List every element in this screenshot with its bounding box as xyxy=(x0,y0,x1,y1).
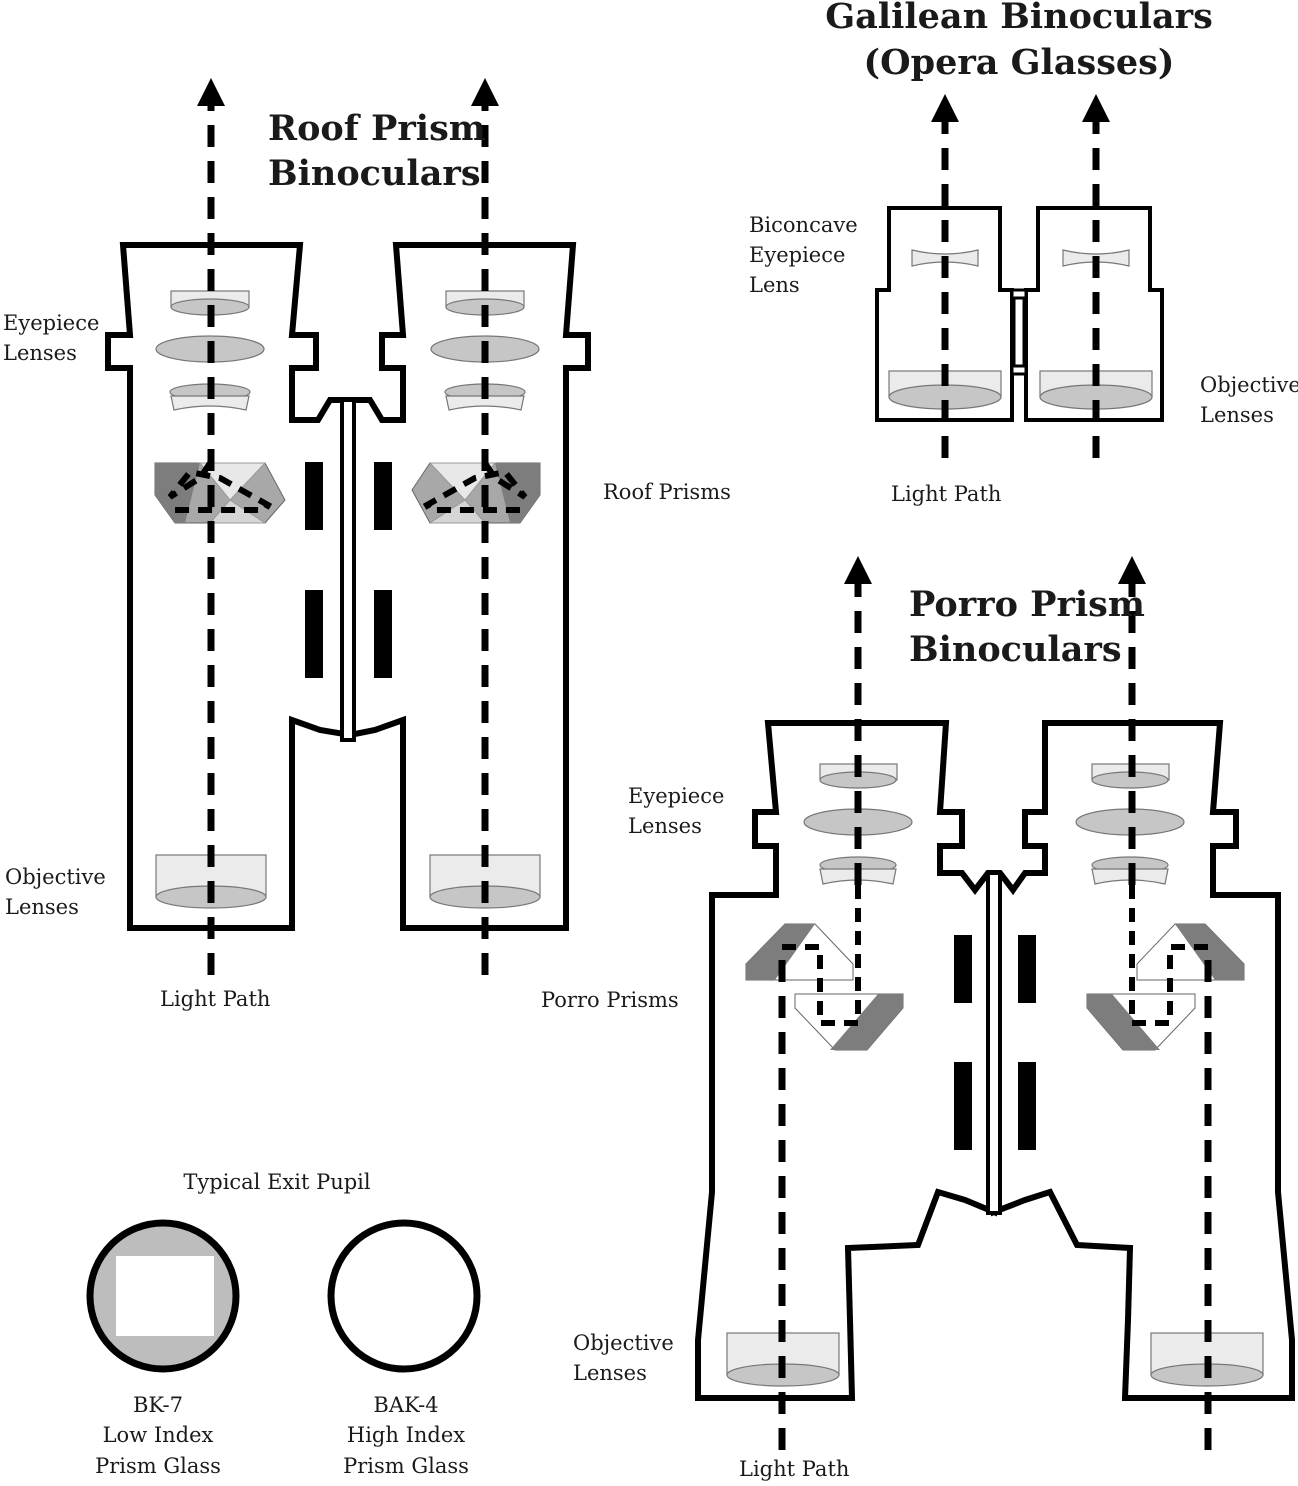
bak4-label-line2: High Index xyxy=(347,1423,465,1447)
bk7-label-line3: Prism Glass xyxy=(95,1454,221,1478)
roof-eyepiece-label-line2: Lenses xyxy=(3,341,77,365)
porro-baffle-right-lower xyxy=(1018,1062,1036,1150)
porro-right-body xyxy=(991,720,1295,1401)
roof-title-line1: Roof Prism xyxy=(268,108,486,149)
porro-objective-label-line2: Lenses xyxy=(573,1361,647,1385)
porro-light-path-label: Light Path xyxy=(739,1457,849,1481)
porro-title-line2: Binoculars xyxy=(909,629,1122,670)
roof-baffle-left-lower xyxy=(305,590,323,678)
porro-eyepiece-label-line1: Eyepiece xyxy=(628,784,724,808)
roof-baffle-left-upper xyxy=(305,462,323,530)
porro-prism-binoculars: Porro Prism Binoculars Eyepiece Lenses P… xyxy=(541,556,1295,1481)
galilean-title-line2: (Opera Glasses) xyxy=(864,42,1175,83)
bk7-label-line1: BK-7 xyxy=(133,1393,183,1417)
galilean-objective-label-line1: Objective xyxy=(1200,373,1298,397)
roof-right-prism xyxy=(411,461,541,524)
roof-light-path-label: Light Path xyxy=(160,987,270,1011)
roof-left-objective xyxy=(155,854,267,909)
roof-eyepiece-label-line1: Eyepiece xyxy=(3,311,99,335)
roof-objective-label-line1: Objective xyxy=(5,865,106,889)
porro-title-line1: Porro Prism xyxy=(909,584,1145,625)
porro-eyepiece-label-line2: Lenses xyxy=(628,814,702,838)
galilean-bridge-lower xyxy=(1010,364,1028,376)
roof-baffle-right-upper xyxy=(374,462,392,530)
galilean-eyepiece-label-line2: Eyepiece xyxy=(749,243,845,267)
exit-pupil-comparison: Typical Exit Pupil BK-7 Low Index Prism … xyxy=(86,1170,481,1478)
roof-left-prism xyxy=(154,461,286,524)
bk7-label-line2: Low Index xyxy=(103,1423,214,1447)
bak4-label-line3: Prism Glass xyxy=(343,1454,469,1478)
galilean-bridge-upper xyxy=(1010,288,1028,300)
porro-hinge xyxy=(986,871,1002,1215)
porro-baffle-right-upper xyxy=(1018,935,1036,1003)
porro-baffle-left-lower xyxy=(954,1062,972,1150)
galilean-title-line1: Galilean Binoculars xyxy=(825,0,1213,37)
bk7-exit-pupil xyxy=(86,1219,240,1373)
roof-baffle-right-lower xyxy=(374,590,392,678)
porro-left-body xyxy=(695,720,997,1401)
roof-prisms-label: Roof Prisms xyxy=(603,480,731,504)
porro-right-prism-pair xyxy=(1086,880,1245,1051)
galilean-light-path-label: Light Path xyxy=(891,482,1001,506)
roof-right-barrel xyxy=(347,242,591,931)
porro-left-prism-pair xyxy=(745,880,904,1051)
roof-objective-label-line2: Lenses xyxy=(5,895,79,919)
porro-prisms-label: Porro Prisms xyxy=(541,988,679,1012)
porro-objective-label-line1: Objective xyxy=(573,1331,674,1355)
galilean-eyepiece-label-line1: Biconcave xyxy=(749,213,858,237)
porro-baffle-left-upper xyxy=(954,935,972,1003)
bak4-label-line1: BAK-4 xyxy=(373,1393,438,1417)
roof-title-line2: Binoculars xyxy=(268,153,481,194)
roof-prism-binoculars: Roof Prism Binoculars Eyepiece Lenses Ro… xyxy=(3,78,731,1011)
roof-hinge xyxy=(340,398,356,742)
galilean-eyepiece-label-line3: Lens xyxy=(749,273,800,297)
galilean-objective-label-line2: Lenses xyxy=(1200,403,1274,427)
galilean-binoculars: Galilean Binoculars (Opera Glasses) Bico… xyxy=(749,0,1298,506)
bak4-exit-pupil xyxy=(327,1219,481,1373)
exit-pupil-title: Typical Exit Pupil xyxy=(183,1170,371,1194)
